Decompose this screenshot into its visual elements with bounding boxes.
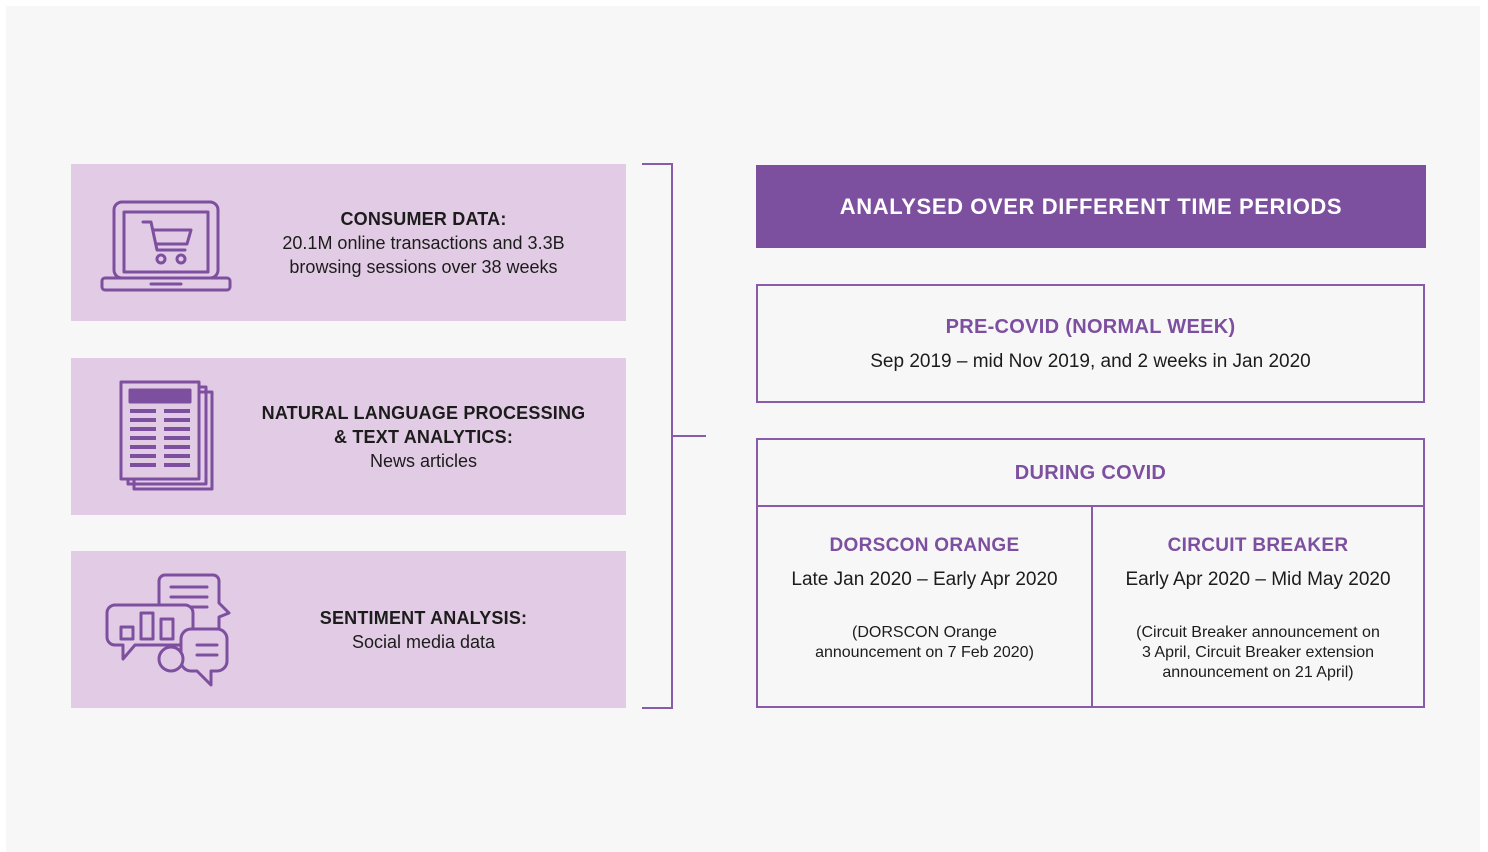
period-note-line: (DORSCON Orange [852,624,997,641]
period-note: (DORSCON Orange announcement on 7 Feb 20… [772,623,1077,663]
diagram-canvas: CONSUMER DATA: 20.1M online transactions… [6,6,1480,852]
period-note-line: 3 April, Circuit Breaker extension [1141,644,1375,661]
period-circuit-breaker: CIRCUIT BREAKER Early Apr 2020 – Mid May… [1093,507,1423,706]
source-title-line: NATURAL LANGUAGE PROCESSING [261,402,586,423]
pre-covid-desc: Sep 2019 – mid Nov 2019, and 2 weeks in … [870,351,1311,372]
period-note-line: announcement on 7 Feb 2020) [815,644,1034,661]
period-range: Early Apr 2020 – Mid May 2020 [1125,569,1391,590]
during-covid-title: DURING COVID [1014,462,1167,484]
period-dorscon-orange: DORSCON ORANGE Late Jan 2020 – Early Apr… [758,507,1091,706]
source-desc-line: 20.1M online transactions and 3.3B [282,232,565,253]
period-title: DORSCON ORANGE [829,535,1020,556]
source-card-sentiment: SENTIMENT ANALYSIS: Social media data [71,551,626,708]
during-covid-box: DURING COVID DORSCON ORANGE Late Jan 202… [756,438,1425,708]
period-title: CIRCUIT BREAKER [1167,535,1349,556]
source-desc: Social media data [351,631,496,652]
source-text-nlp: NATURAL LANGUAGE PROCESSING & TEXT ANALY… [235,358,612,515]
source-title-line: & TEXT ANALYTICS: [333,426,514,447]
chat-bubbles-chart-icon [99,573,235,687]
source-text-consumer: CONSUMER DATA: 20.1M online transactions… [235,164,612,321]
divider [1091,506,1093,706]
source-card-nlp: NATURAL LANGUAGE PROCESSING & TEXT ANALY… [71,358,626,515]
pre-covid-title: PRE-COVID (NORMAL WEEK) [945,316,1236,338]
newspaper-icon [99,380,235,494]
source-card-consumer-data: CONSUMER DATA: 20.1M online transactions… [71,164,626,321]
period-note-line: (Circuit Breaker announcement on [1136,624,1380,641]
bracket-connector [642,163,706,709]
source-title: CONSUMER DATA: [340,208,507,229]
source-title: SENTIMENT ANALYSIS: [319,607,528,628]
source-desc: News articles [369,450,478,471]
period-range: Late Jan 2020 – Early Apr 2020 [791,569,1058,590]
period-note-line: announcement on 21 April) [1162,664,1354,681]
time-periods-header: ANALYSED OVER DIFFERENT TIME PERIODS [756,165,1426,248]
period-note: (Circuit Breaker announcement on 3 April… [1107,623,1409,683]
laptop-cart-icon [99,186,235,300]
source-text-sentiment: SENTIMENT ANALYSIS: Social media data [235,551,612,708]
divider [758,505,1423,507]
pre-covid-box: PRE-COVID (NORMAL WEEK) Sep 2019 – mid N… [756,284,1425,403]
source-desc-line: browsing sessions over 38 weeks [289,256,558,277]
